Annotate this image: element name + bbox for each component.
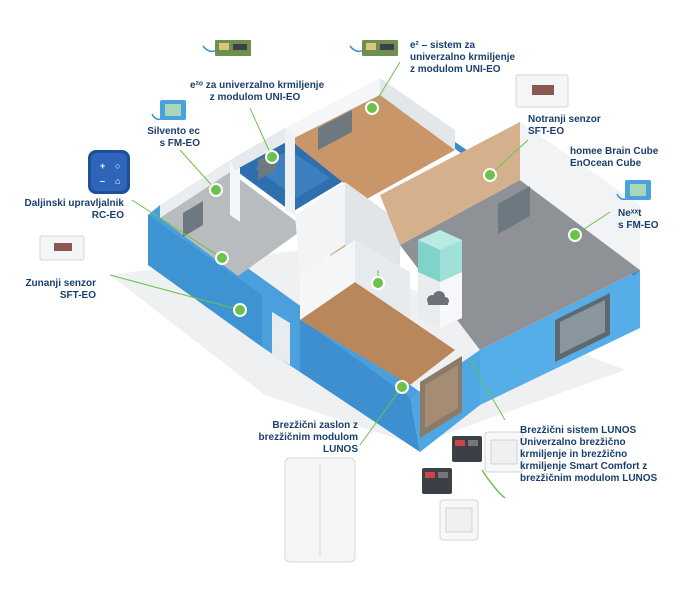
green-marker-icon bbox=[365, 101, 379, 115]
sensor-box-icon bbox=[39, 235, 85, 261]
label-line: e² – sistem za bbox=[410, 40, 476, 51]
label-remote: Daljinski upravljalnik RC-EO bbox=[20, 198, 124, 222]
wireless-display-device bbox=[284, 457, 356, 563]
remote-control-icon: + ○ – ⌂ bbox=[88, 150, 130, 194]
lunos-switch-device bbox=[484, 431, 524, 473]
window-top-room bbox=[318, 110, 352, 150]
label-line: e²ᵒ za univerzalno krmiljenje bbox=[190, 80, 325, 91]
wall-top-room-back bbox=[285, 78, 380, 140]
leader-lines bbox=[109, 61, 611, 446]
label-line: Brezžični sistem LUNOS bbox=[520, 425, 637, 436]
label-line: RC-EO bbox=[91, 210, 124, 221]
green-marker-icon bbox=[395, 380, 409, 394]
wall-living-right bbox=[520, 122, 640, 270]
label-nexxt: Neˣˣt s FM-EO bbox=[618, 208, 659, 232]
circuit-board-icon bbox=[349, 40, 398, 56]
label-wireless-display: Brezžični zaslon z brezžičnim modulom LU… bbox=[230, 420, 358, 456]
wall-top-room-right bbox=[380, 78, 455, 150]
lunos-cable bbox=[481, 469, 506, 499]
label-line: EnOcean Cube bbox=[570, 158, 642, 169]
label-line: brezžičnim modulom bbox=[258, 432, 358, 443]
wall-hall-divider bbox=[295, 182, 345, 275]
sensor-box-icon bbox=[515, 74, 569, 108]
label-lunos-system: Brezžični sistem LUNOS Univerzalno brezž… bbox=[520, 425, 657, 485]
lunos-module-device bbox=[422, 468, 452, 494]
label-line: Neˣˣt bbox=[618, 208, 642, 219]
label-e2-uni-system: e² – sistem za univerzalno krmiljenje z … bbox=[410, 40, 515, 76]
cloud-icon bbox=[427, 291, 449, 305]
label-line: Brezžični zaslon z bbox=[272, 420, 358, 431]
svg-text:+: + bbox=[100, 161, 105, 171]
label-line: SFT-EO bbox=[59, 290, 96, 301]
floor-left-room bbox=[160, 172, 305, 276]
label-line: univerzalno krmiljenje bbox=[410, 52, 516, 63]
floor-lower-room bbox=[300, 282, 455, 385]
label-indoor-sensor: Notranji senzor SFT-EO bbox=[528, 114, 601, 138]
label-line: brezžičnim modulom LUNOS bbox=[520, 473, 658, 484]
wall-bath-left bbox=[230, 160, 240, 222]
label-line: s FM-EO bbox=[159, 138, 200, 149]
green-marker-icon bbox=[265, 150, 279, 164]
label-e2-module: e²ᵒ za univerzalno krmiljenje z modulom … bbox=[190, 80, 325, 104]
label-outdoor-sensor: Zunanji senzor SFT-EO bbox=[10, 278, 96, 302]
homee-cube-teal-left bbox=[418, 240, 440, 282]
label-line: krmiljenje in brezžično bbox=[520, 449, 628, 460]
label-line: krmiljenje Smart Comfort z bbox=[520, 461, 648, 472]
svg-text:⌂: ⌂ bbox=[115, 176, 120, 186]
wall-top-room-left bbox=[285, 128, 295, 215]
markers bbox=[209, 101, 582, 394]
svg-text:–: – bbox=[100, 176, 105, 186]
wall-living-wood bbox=[380, 122, 520, 245]
wall-bath-back bbox=[230, 128, 290, 170]
green-marker-icon bbox=[568, 228, 582, 242]
label-line: Silvento ec bbox=[147, 126, 200, 137]
circuit-board-icon bbox=[151, 100, 186, 121]
wall-lower-room-left bbox=[300, 240, 355, 320]
circuit-board-icon bbox=[202, 40, 251, 56]
label-line: homee Brain Cube bbox=[570, 146, 659, 157]
label-line: Notranji senzor bbox=[528, 114, 601, 125]
homee-cube-teal-right bbox=[440, 240, 462, 282]
label-line: Univerzalno brezžično bbox=[520, 437, 626, 448]
circuit-board-icon bbox=[616, 180, 651, 201]
outer-wall-front-left bbox=[148, 215, 262, 347]
outer-wall-front-right bbox=[300, 318, 420, 452]
green-marker-icon bbox=[233, 303, 247, 317]
window-living-back bbox=[498, 186, 530, 234]
lunos-module-device bbox=[452, 436, 482, 462]
label-line: LUNOS bbox=[323, 444, 358, 455]
label-silvento: Silvento ec s FM-EO bbox=[120, 126, 200, 150]
green-marker-icon bbox=[209, 183, 223, 197]
front-door bbox=[272, 312, 290, 365]
label-line: z modulom UNI-EO bbox=[209, 92, 301, 103]
label-homee: homee Brain Cube EnOcean Cube bbox=[570, 146, 658, 170]
window-left-room bbox=[183, 201, 203, 237]
label-line: Zunanji senzor bbox=[25, 278, 96, 289]
svg-text:○: ○ bbox=[115, 161, 120, 171]
green-marker-icon bbox=[483, 168, 497, 182]
green-marker-icon bbox=[371, 276, 385, 290]
lunos-switch-device bbox=[439, 499, 479, 541]
label-line: s FM-EO bbox=[618, 220, 659, 231]
patio-door-glass bbox=[425, 365, 458, 428]
label-line: z modulom UNI-EO bbox=[410, 64, 501, 75]
window-living-front-glass bbox=[560, 300, 605, 354]
label-line: Daljinski upravljalnik bbox=[24, 198, 124, 209]
wall-left-room-back bbox=[160, 160, 230, 218]
label-line: SFT-EO bbox=[528, 126, 565, 137]
green-marker-icon bbox=[215, 251, 229, 265]
